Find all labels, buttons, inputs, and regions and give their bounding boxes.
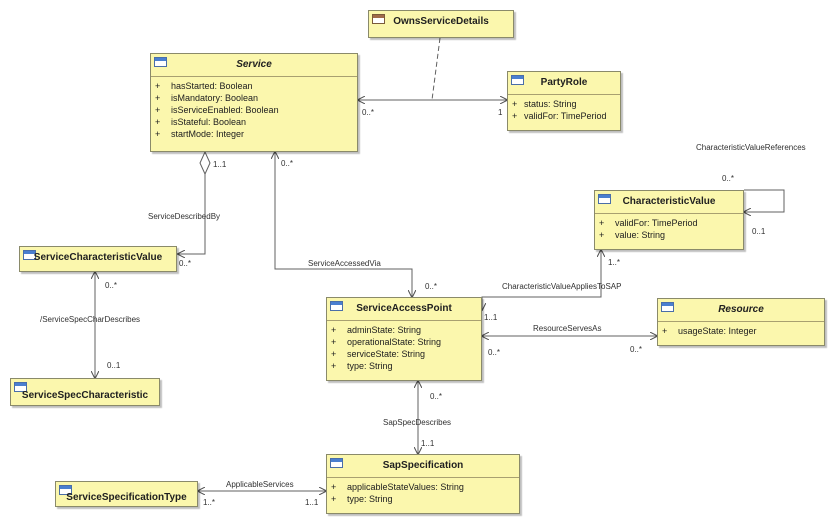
class-header: Resource <box>658 299 824 322</box>
attribute-list: +usageState: Integer <box>658 322 824 337</box>
class-name: ServiceSpecCharacteristic <box>21 390 149 401</box>
multiplicity-label: 1 <box>498 108 503 117</box>
class-icon <box>330 301 343 311</box>
multiplicity-label: 0..* <box>179 259 192 268</box>
class-name: CharacteristicValue <box>622 196 716 207</box>
multiplicity-label: 1..1 <box>484 313 498 322</box>
multiplicity-label: 0..* <box>105 281 118 290</box>
owns-service-details-link <box>431 37 441 101</box>
class-header: ServiceSpecificationType <box>56 482 197 504</box>
attribute: +isStateful: Boolean <box>155 117 247 127</box>
multiplicity-label: 0..* <box>430 392 443 401</box>
attribute: +isMandatory: Boolean <box>155 93 259 103</box>
attribute: +applicableStateValues: String <box>331 482 464 492</box>
multiplicity-label: 1..* <box>608 258 621 267</box>
service-described-by-link <box>178 174 206 254</box>
class-header: SapSpecification <box>327 455 519 478</box>
class-service-characteristic-value[interactable]: ServiceCharacteristicValue <box>19 246 177 272</box>
association-class-icon <box>372 14 385 24</box>
class-icon <box>23 250 36 260</box>
attribute: +usageState: Integer <box>662 326 757 336</box>
multiplicity-label: 0..* <box>362 108 375 117</box>
attribute: +validFor: TimePeriod <box>512 111 607 121</box>
class-sap-specification[interactable]: SapSpecification +applicableStateValues:… <box>326 454 520 514</box>
class-service-spec-characteristic[interactable]: ServiceSpecCharacteristic <box>10 378 160 406</box>
association-name: CharacteristicValueReferences <box>696 143 806 152</box>
attribute: +adminState: String <box>331 325 422 335</box>
association-name: ResourceServesAs <box>533 324 602 333</box>
class-resource[interactable]: Resource +usageState: Integer <box>657 298 825 346</box>
class-name: PartyRole <box>540 77 588 88</box>
class-icon <box>14 382 27 392</box>
class-icon <box>154 57 167 67</box>
class-party-role[interactable]: PartyRole +status: String +validFor: Tim… <box>507 71 621 131</box>
class-owns-service-details[interactable]: OwnsServiceDetails <box>368 10 514 38</box>
class-icon <box>661 302 674 312</box>
class-header: Service <box>151 54 357 77</box>
attribute: +hasStarted: Boolean <box>155 81 253 91</box>
class-icon <box>59 485 72 495</box>
multiplicity-label: 0..* <box>281 159 294 168</box>
class-service[interactable]: Service +hasStarted: Boolean +isMandator… <box>150 53 358 152</box>
class-name: ServiceAccessPoint <box>356 303 452 314</box>
class-header: ServiceAccessPoint <box>327 298 481 321</box>
attribute: +startMode: Integer <box>155 129 245 139</box>
multiplicity-label: 1..1 <box>305 498 319 507</box>
class-header: ServiceSpecCharacteristic <box>11 379 159 401</box>
multiplicity-label: 0..* <box>425 282 438 291</box>
class-name: ServiceSpecificationType <box>66 492 187 503</box>
association-name: SapSpecDescribes <box>383 418 452 427</box>
association-name: ServiceDescribedBy <box>148 212 221 221</box>
class-name: SapSpecification <box>382 460 464 471</box>
attribute: +isServiceEnabled: Boolean <box>155 105 279 115</box>
attribute-list: +hasStarted: Boolean +isMandatory: Boole… <box>151 77 357 140</box>
characteristic-value-applies-to-sap-link <box>482 250 601 310</box>
class-icon <box>511 75 524 85</box>
attribute: +type: String <box>331 494 393 504</box>
attribute: +serviceState: String <box>331 349 426 359</box>
attribute-list: +adminState: String +operationalState: S… <box>327 321 481 372</box>
multiplicity-label: 1..1 <box>213 160 227 169</box>
multiplicity-label: 0..* <box>722 174 735 183</box>
class-name: Service <box>236 59 272 70</box>
attribute-list: +status: String +validFor: TimePeriod <box>508 95 620 122</box>
association-name: ApplicableServices <box>226 480 294 489</box>
attribute-list: +validFor: TimePeriod +value: String <box>595 214 743 241</box>
class-name: Resource <box>718 304 764 315</box>
class-header: PartyRole <box>508 72 620 95</box>
class-icon <box>330 458 343 468</box>
attribute: +status: String <box>512 99 577 109</box>
class-service-specification-type[interactable]: ServiceSpecificationType <box>55 481 198 507</box>
multiplicity-label: 1..1 <box>421 439 435 448</box>
class-name: ServiceCharacteristicValue <box>33 252 163 263</box>
multiplicity-label: 1..* <box>203 498 216 507</box>
class-header: ServiceCharacteristicValue <box>20 247 176 269</box>
class-characteristic-value[interactable]: CharacteristicValue +validFor: TimePerio… <box>594 190 744 250</box>
class-service-access-point[interactable]: ServiceAccessPoint +adminState: String +… <box>326 297 482 381</box>
attribute: +value: String <box>599 230 666 240</box>
attribute: +validFor: TimePeriod <box>599 218 698 228</box>
attribute: +type: String <box>331 361 393 371</box>
class-header: OwnsServiceDetails <box>369 11 513 33</box>
service-accessed-via-link <box>275 152 412 297</box>
multiplicity-label: 0..1 <box>107 361 121 370</box>
characteristic-value-references-link <box>744 189 785 212</box>
aggregation-diamond <box>199 150 211 176</box>
association-name: /ServiceSpecCharDescribes <box>40 315 141 324</box>
class-icon <box>598 194 611 204</box>
attribute: +operationalState: String <box>331 337 442 347</box>
association-name: CharacteristicValueAppliesToSAP <box>502 282 622 291</box>
multiplicity-label: 0..1 <box>752 227 766 236</box>
multiplicity-label: 0..* <box>488 348 501 357</box>
class-name: OwnsServiceDetails <box>393 16 489 27</box>
attribute-list: +applicableStateValues: String +type: St… <box>327 478 519 505</box>
multiplicity-label: 0..* <box>630 345 643 354</box>
class-header: CharacteristicValue <box>595 191 743 214</box>
association-name: ServiceAccessedVia <box>308 259 381 268</box>
